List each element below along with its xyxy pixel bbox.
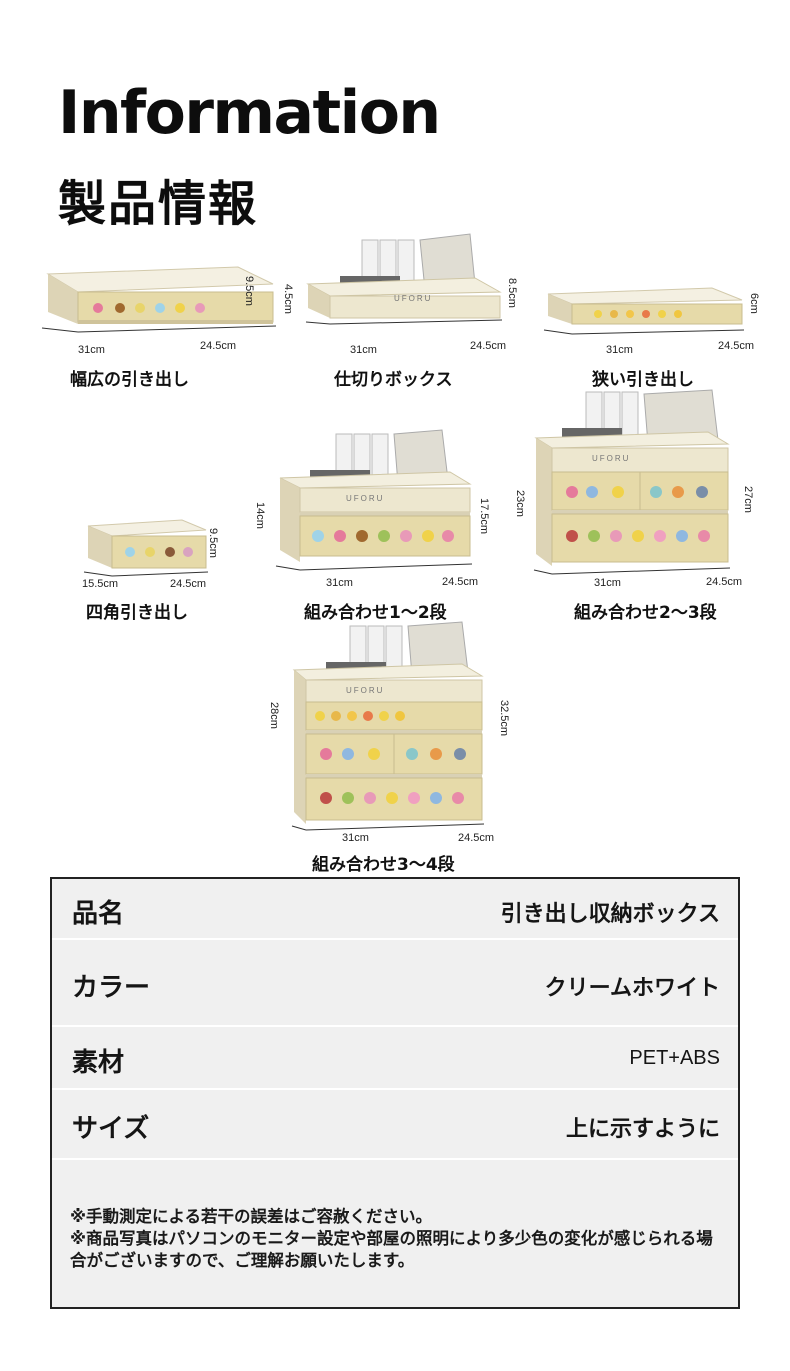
product-divider-box: UFORU 31cm 24.5cm 4.5cm 8.5cm 仕切りボックス [0,0,790,400]
square-drawer-height: 9.5cm [207,528,219,558]
narrow-drawer-caption: 狭い引き出し [592,370,694,390]
combo-2-3-height-front: 23cm [514,490,526,517]
combo-3-4-caption: 組み合わせ3～4段 [312,855,455,875]
narrow-drawer-height: 6cm [748,293,760,314]
narrow-drawer-image [543,287,745,335]
spec-value-color: クリームホワイト [544,976,720,1001]
divider-box-caption: 仕切りボックス [334,370,453,390]
product-wide-drawer: 31cm 24.5cm 9.5cm 幅広の引き出し [0,0,790,400]
spec-value-material: PET+ABS [629,1047,720,1069]
disclaimer-notes: ※手動測定による若干の誤差はご容赦ください。 ※商品写真はパソコンのモニター設定… [52,1160,738,1307]
note-measurement: ※手動測定による若干の誤差はご容赦ください。 [70,1207,433,1226]
combo-3-4-brand: UFORU [346,686,385,695]
combo-1-2-image [275,429,473,571]
wide-drawer-height: 9.5cm [243,276,255,306]
combo-1-2-height-back: 17.5cm [478,498,490,535]
combo-1-2-brand: UFORU [346,494,385,503]
narrow-drawer-depth: 24.5cm [718,340,755,352]
divider-box-height-front: 4.5cm [282,284,294,314]
spec-row-color: カラー クリームホワイト [52,940,738,1027]
product-combo-3-4: UFORU 31cm 24.5cm 28cm 32.5cm 組み合わせ3～4段 [268,621,510,875]
divider-box-width: 31cm [350,344,377,356]
combo-1-2-width: 31cm [326,577,353,589]
spec-value-name: 引き出し収納ボックス [500,902,720,927]
note-color: ※商品写真はパソコンのモニター設定や部屋の照明により多少色の変化が感じられる場合… [70,1229,713,1270]
wide-drawer-caption: 幅広の引き出し [70,370,189,390]
divider-box-depth: 24.5cm [470,340,507,352]
square-drawer-image [83,519,209,577]
narrow-drawer-width: 31cm [606,344,633,356]
combo-1-2-caption: 組み合わせ1～2段 [304,603,447,623]
wide-drawer-image [41,266,277,333]
square-drawer-depth: 24.5cm [170,578,207,590]
spec-value-size: 上に示すように [565,1117,720,1142]
spec-label-size: サイズ [72,1114,150,1144]
combo-2-3-brand: UFORU [592,454,631,463]
square-drawer-caption: 四角引き出し [86,603,188,623]
combo-1-2-depth: 24.5cm [442,576,479,588]
divider-box-height-back: 8.5cm [506,278,518,308]
product-square-drawer: 15.5cm 24.5cm 9.5cm 四角引き出し [0,0,790,623]
product-narrow-drawer: 31cm 24.5cm 6cm 狭い引き出し [0,0,790,400]
product-combo-1-2: UFORU 31cm 24.5cm 14cm 17.5cm 組み合わせ1～2段 [0,0,790,623]
spec-row-size: サイズ 上に示すように [52,1090,738,1160]
divider-box-image [305,233,503,325]
combo-3-4-depth: 24.5cm [458,832,495,844]
product-combo-2-3: UFORU 31cm 24.5cm 23cm 27cm 組み合わせ2～3段 [0,0,790,623]
page-title-english: Information [58,78,441,148]
divider-box-brand: UFORU [394,294,433,303]
combo-2-3-caption: 組み合わせ2～3段 [574,603,717,623]
page-title-japanese: 製品情報 [58,176,259,232]
combo-2-3-width: 31cm [594,577,621,589]
wide-drawer-width: 31cm [78,344,105,356]
combo-1-2-height-front: 14cm [254,502,266,529]
combo-3-4-image [291,621,485,831]
spec-row-name: 品名 引き出し収納ボックス [52,879,738,940]
combo-3-4-width: 31cm [342,832,369,844]
combo-3-4-height-back: 32.5cm [498,700,510,737]
spec-label-color: カラー [72,973,151,1003]
spec-label-name: 品名 [72,899,125,929]
spec-table: 品名 引き出し収納ボックス カラー クリームホワイト 素材 PET+ABS サイ… [50,877,740,1309]
square-drawer-width: 15.5cm [82,578,119,590]
wide-drawer-depth: 24.5cm [200,340,237,352]
combo-3-4-height-front: 28cm [268,702,280,729]
spec-row-material: 素材 PET+ABS [52,1027,738,1090]
combo-2-3-image [533,389,731,575]
combo-2-3-height-back: 27cm [742,486,754,513]
combo-2-3-depth: 24.5cm [706,576,743,588]
spec-label-material: 素材 [72,1048,125,1078]
